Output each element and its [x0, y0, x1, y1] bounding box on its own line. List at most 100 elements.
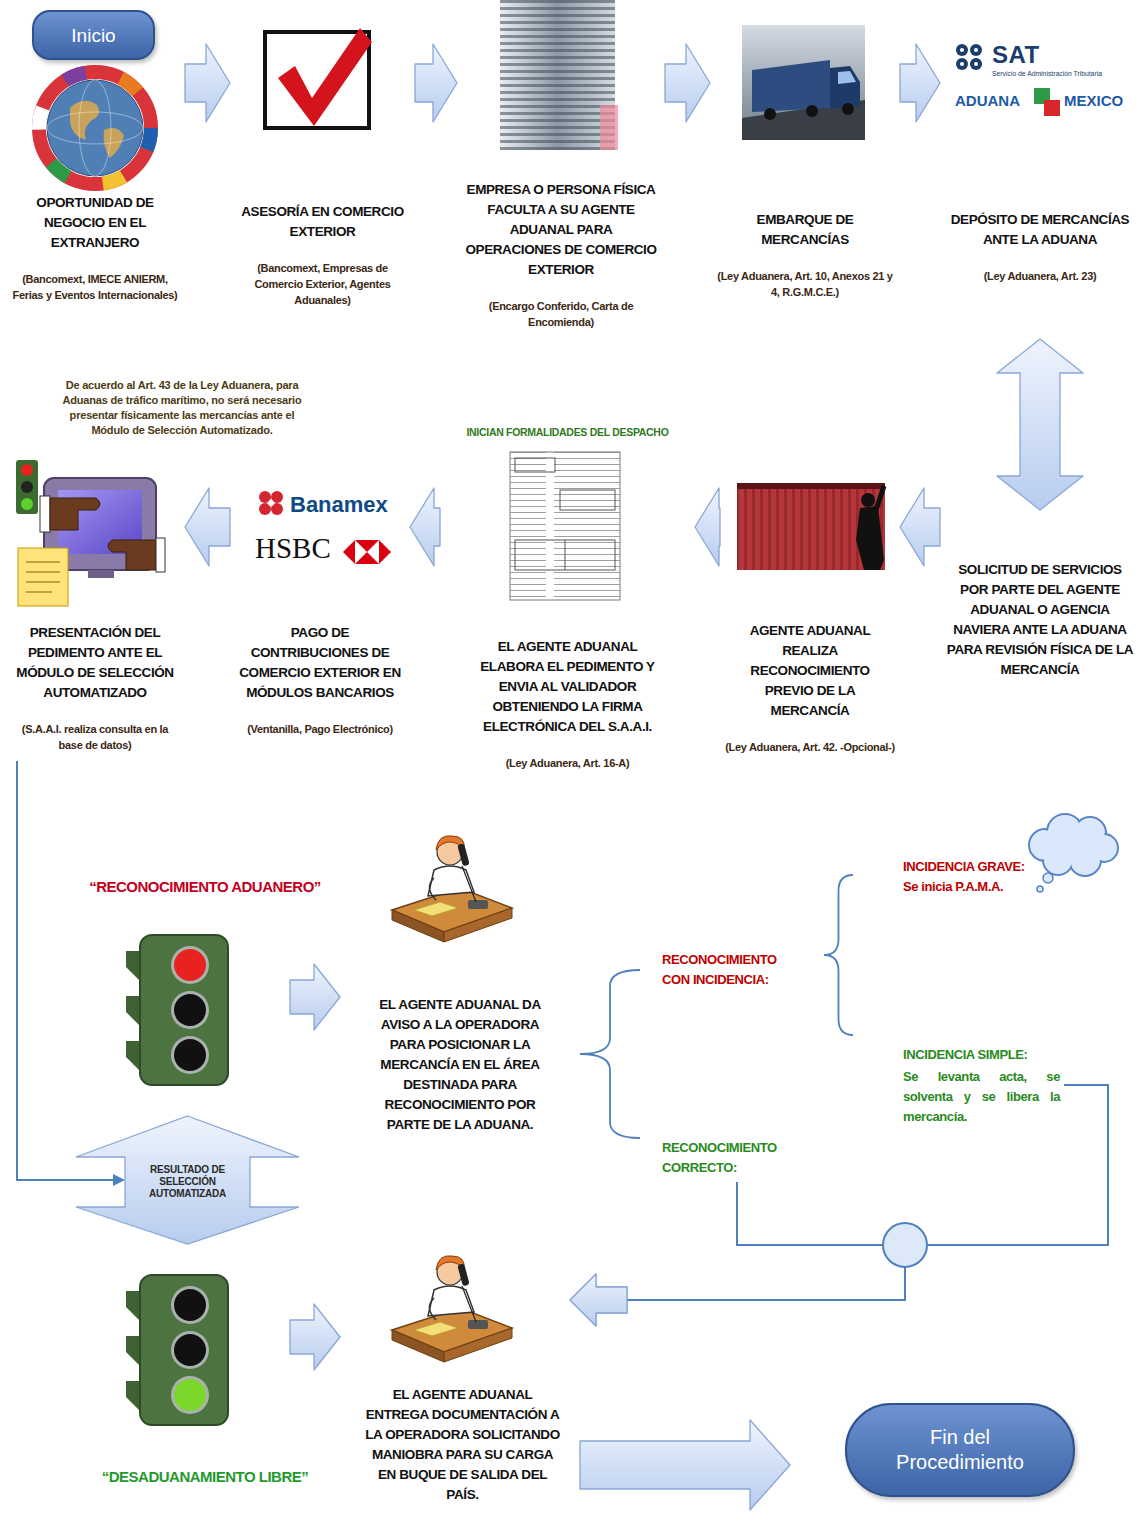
pedimento-form — [565, 540, 566, 570]
outcome-text: INCIDENCIA GRAVE: — [903, 857, 1043, 877]
block-arrow — [695, 488, 720, 566]
block-arrow — [415, 44, 457, 122]
container-photo — [737, 483, 885, 489]
flow-connector — [185, 44, 230, 122]
selection-module-icon — [50, 498, 100, 530]
legal-reference: (Ley Aduanera, Art. 10, Anexos 21 y 4, R… — [715, 268, 895, 300]
double-arrow-shape — [76, 1116, 299, 1244]
step-text: PRESENTACIÓN DEL PEDIMENTO ANTE EL MÓDUL… — [10, 623, 180, 703]
process-step: ASESORÍA EN COMERCIO EXTERIOR(Bancomext,… — [235, 30, 410, 308]
selection-module-icon — [16, 460, 38, 514]
light-caption: “DESADUANAMIENTO LIBRE” — [65, 1467, 345, 1487]
truck-photo — [764, 108, 776, 120]
pedimento-form — [510, 452, 620, 600]
outcome-box: INCIDENCIA GRAVE:Se inicia P.A.M.A. — [903, 857, 1043, 897]
block-arrow — [665, 44, 710, 122]
terminal-label: Inicio — [71, 24, 115, 47]
green-traffic-light — [174, 1289, 206, 1321]
step-text: EMPRESA O PERSONA FÍSICA FACULTA A SU AG… — [462, 180, 660, 280]
step-text: OPORTUNIDAD DE NEGOCIO EN EL EXTRANJERO — [10, 193, 180, 253]
process-step: EMBARQUE DE MERCANCÍAS (Ley Aduanera, Art… — [715, 25, 895, 300]
block-arrow — [900, 44, 940, 122]
connector-line — [627, 1267, 905, 1300]
container-photo — [861, 493, 875, 507]
checkmark-icon — [265, 28, 372, 128]
process-step: PAGO DE CONTRIBUCIONES DE COMERCIO EXTER… — [235, 485, 405, 737]
red-traffic-light — [126, 935, 228, 1085]
thought-cloud — [1037, 886, 1043, 892]
block-arrow — [570, 1274, 627, 1326]
flow-connector — [824, 875, 853, 955]
block-arrow — [185, 488, 230, 566]
step-text: EL AGENTE ADUANAL DA AVISO A LA OPERADOR… — [365, 995, 555, 1135]
block-arrow — [290, 1304, 340, 1370]
flow-connector — [570, 1085, 1108, 1326]
selection-module-icon — [156, 538, 165, 572]
label-box: ADUANA — [955, 92, 1020, 110]
legal-reference: (Ley Aduanera, Art. 23) — [945, 268, 1135, 284]
selection-module-icon — [26, 582, 60, 583]
sat-logo — [960, 62, 964, 66]
flow-connector — [665, 44, 710, 122]
sat-logo — [970, 44, 982, 56]
green-traffic-light — [126, 1275, 228, 1425]
block-arrow — [580, 1420, 790, 1510]
truck-photo — [752, 60, 830, 112]
legal-reference: (Bancomext, Empresas de Comercio Exterio… — [235, 260, 410, 308]
step-text: PAGO DE CONTRIBUCIONES DE COMERCIO EXTER… — [235, 623, 405, 703]
outcome-text: INCIDENCIA SIMPLE: — [903, 1045, 1060, 1065]
flow-connector — [290, 1304, 340, 1370]
globe-icon — [39, 72, 151, 184]
terminal-label: Fin del Procedimiento — [887, 1425, 1033, 1475]
bracket — [580, 970, 640, 1054]
building-photo — [500, 0, 615, 150]
globe-icon — [47, 80, 143, 176]
red-traffic-light — [174, 949, 206, 981]
bracket — [824, 955, 853, 1035]
outcome-text: RECONOCIMIENTO CON INCIDENCIA: — [662, 950, 802, 990]
green-traffic-light — [174, 1379, 206, 1411]
legal-reference: (Bancomext, IMECE ANIERM, Ferias y Event… — [10, 271, 180, 303]
step-text: AGENTE ADUANAL REALIZA RECONOCIMIENTO PR… — [725, 621, 895, 721]
process-step: OPORTUNIDAD DE NEGOCIO EN EL EXTRANJERO (… — [10, 65, 180, 303]
selection-module-icon — [40, 496, 50, 532]
pedimento-form — [515, 458, 555, 472]
globe-icon — [39, 72, 151, 184]
thought-cloud — [1048, 833, 1100, 861]
bracket — [824, 875, 853, 955]
process-step: INICIAN FORMALIDADES DEL DESPACHOEL AGEN… — [445, 425, 690, 771]
step-text: EMBARQUE DE MERCANCÍAS — [715, 210, 895, 250]
label-box: Servicio de Administración Tributaria — [992, 70, 1102, 78]
sat-logo — [956, 58, 968, 70]
pedimento-form — [510, 452, 620, 600]
selection-module-icon — [26, 562, 60, 563]
outcome-text: Se levanta acta, se solventa y se libera… — [903, 1067, 1060, 1127]
globe-icon — [39, 72, 151, 184]
container-photo — [737, 483, 885, 570]
flow-connector — [824, 955, 853, 1035]
label-box: MEXICO — [1064, 92, 1123, 110]
bank-logos — [367, 540, 379, 564]
selection-module-icon — [26, 592, 52, 593]
checkmark-icon — [278, 28, 372, 126]
outcome-text: Se inicia P.A.M.A. — [903, 877, 1043, 897]
flow-connector — [290, 964, 340, 1030]
outcome-text: RECONOCIMIENTO CORRECTO: — [662, 1138, 802, 1178]
outcome-box: RECONOCIMIENTO CORRECTO: — [662, 1138, 802, 1178]
truck-photo — [842, 103, 854, 115]
red-traffic-light — [174, 994, 206, 1026]
connector-line — [17, 761, 115, 1180]
flow-connector — [570, 1182, 905, 1326]
selection-module-icon — [26, 572, 60, 573]
flow-connector — [410, 488, 440, 566]
block-arrow — [997, 339, 1083, 510]
operator-figure — [392, 836, 512, 942]
process-step: EL AGENTE ADUANAL ENTREGA DOCUMENTACIÓN … — [365, 1250, 560, 1505]
light-caption: “RECONOCIMIENTO ADUANERO” — [55, 877, 355, 897]
red-traffic-light — [126, 935, 228, 1085]
container-photo — [856, 506, 884, 570]
selection-module-icon — [88, 570, 114, 578]
selection-module-icon — [21, 481, 33, 493]
label-box: SAT — [992, 42, 1040, 68]
